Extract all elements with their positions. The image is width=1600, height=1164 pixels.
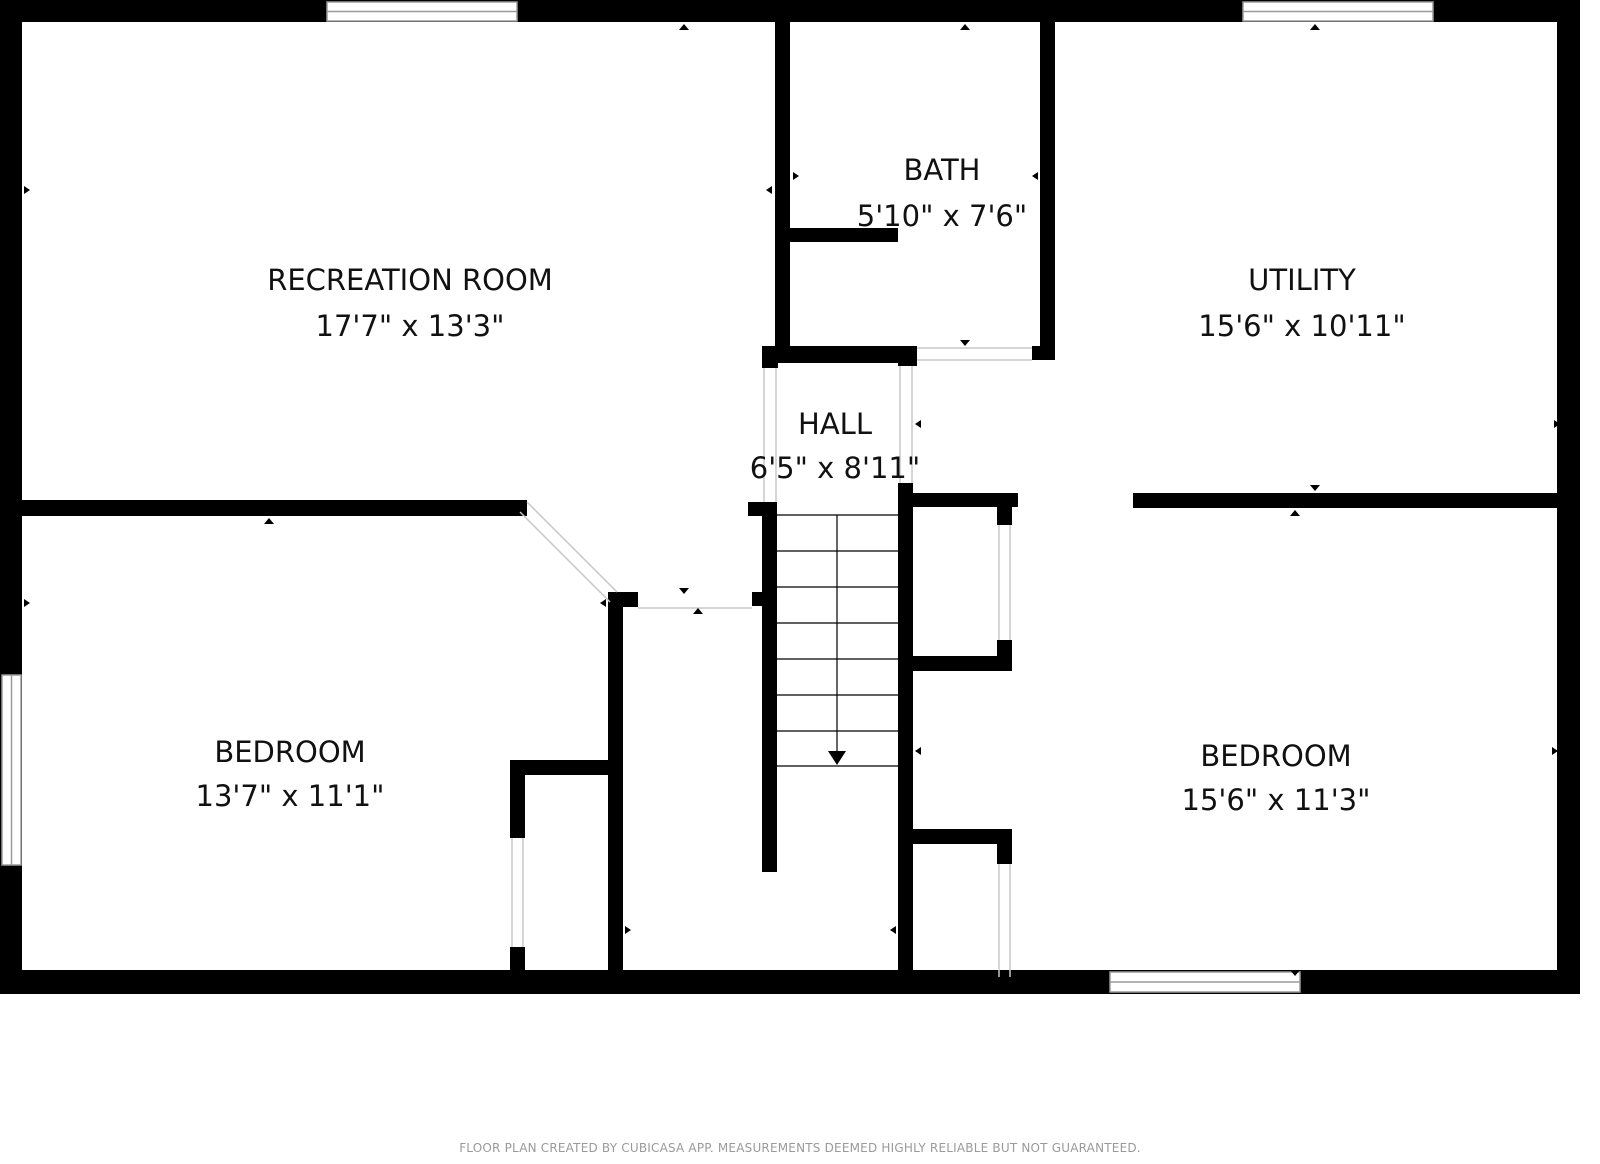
room-label-recreation-room: RECREATION ROOM — [267, 263, 553, 297]
stairs — [777, 514, 898, 767]
window-left-bedroom — [1, 674, 22, 866]
room-dimensions-hall: 6'5" x 8'11" — [750, 451, 920, 485]
footer-disclaimer: FLOOR PLAN CREATED BY CUBICASA APP. MEAS… — [459, 1141, 1141, 1155]
wall-rec-bedroom — [22, 500, 527, 516]
room-dimensions-bath: 5'10" x 7'6" — [857, 199, 1027, 233]
wall-stair-left — [762, 502, 777, 872]
wall-hall-top-left-cap — [762, 346, 778, 368]
wall-closet-upper-right-a — [997, 493, 1012, 525]
wall-closet-lower-right-a — [997, 829, 1012, 864]
wall-closet-lower-right-b — [997, 977, 1012, 993]
window-top-recreation — [326, 1, 518, 22]
exterior-wall-bottom — [0, 970, 1580, 994]
room-dimensions-recreation-room: 17'7" x 13'3" — [316, 309, 505, 343]
room-label-utility: UTILITY — [1248, 263, 1356, 297]
wall-left-closet-left-a — [510, 760, 525, 838]
wall-utility-bedroom — [1133, 493, 1580, 508]
room-dimensions-bedroom-left: 13'7" x 11'1" — [196, 779, 385, 813]
wall-stair-left-tab — [752, 592, 766, 606]
room-label-hall: HALL — [798, 407, 872, 441]
interior-walls — [22, 22, 1580, 993]
stair-direction-arrow-icon — [828, 751, 846, 765]
room-dimensions-bedroom-right: 15'6" x 11'3" — [1182, 783, 1371, 817]
wall-closet-upper-top — [898, 493, 1018, 507]
window-top-utility — [1242, 1, 1434, 22]
wall-hall-lower-left-cap — [608, 592, 638, 607]
room-label-bedroom-left: BEDROOM — [214, 735, 365, 769]
room-dimensions-utility: 15'6" x 10'11" — [1198, 309, 1405, 343]
door-openings — [511, 347, 1032, 977]
wall-closet-upper-bottom — [898, 656, 1012, 671]
dimension-ticks — [24, 24, 1560, 976]
wall-bath-right-cap — [1032, 346, 1055, 360]
wall-bath-right — [1040, 22, 1055, 347]
window-bottom-bedroom — [1109, 971, 1301, 993]
wall-rec-bath — [775, 22, 790, 347]
wall-stair-right — [898, 483, 913, 993]
wall-hall-top — [762, 346, 917, 363]
room-label-bedroom-right: BEDROOM — [1200, 739, 1351, 773]
wall-closet-lower-top — [898, 829, 1012, 844]
room-label-bath: BATH — [903, 153, 980, 187]
wall-left-closet-left-b — [510, 947, 525, 993]
wall-hall-left-stub — [748, 502, 766, 516]
wall-hall-lower-left — [608, 592, 623, 992]
windows — [1, 1, 1434, 993]
room-labels: RECREATION ROOM 17'7" x 13'3" BATH 5'10"… — [196, 153, 1406, 817]
wall-bath-stub — [790, 228, 898, 242]
wall-hall-top-post — [898, 346, 917, 366]
wall-left-closet-top — [510, 760, 623, 775]
